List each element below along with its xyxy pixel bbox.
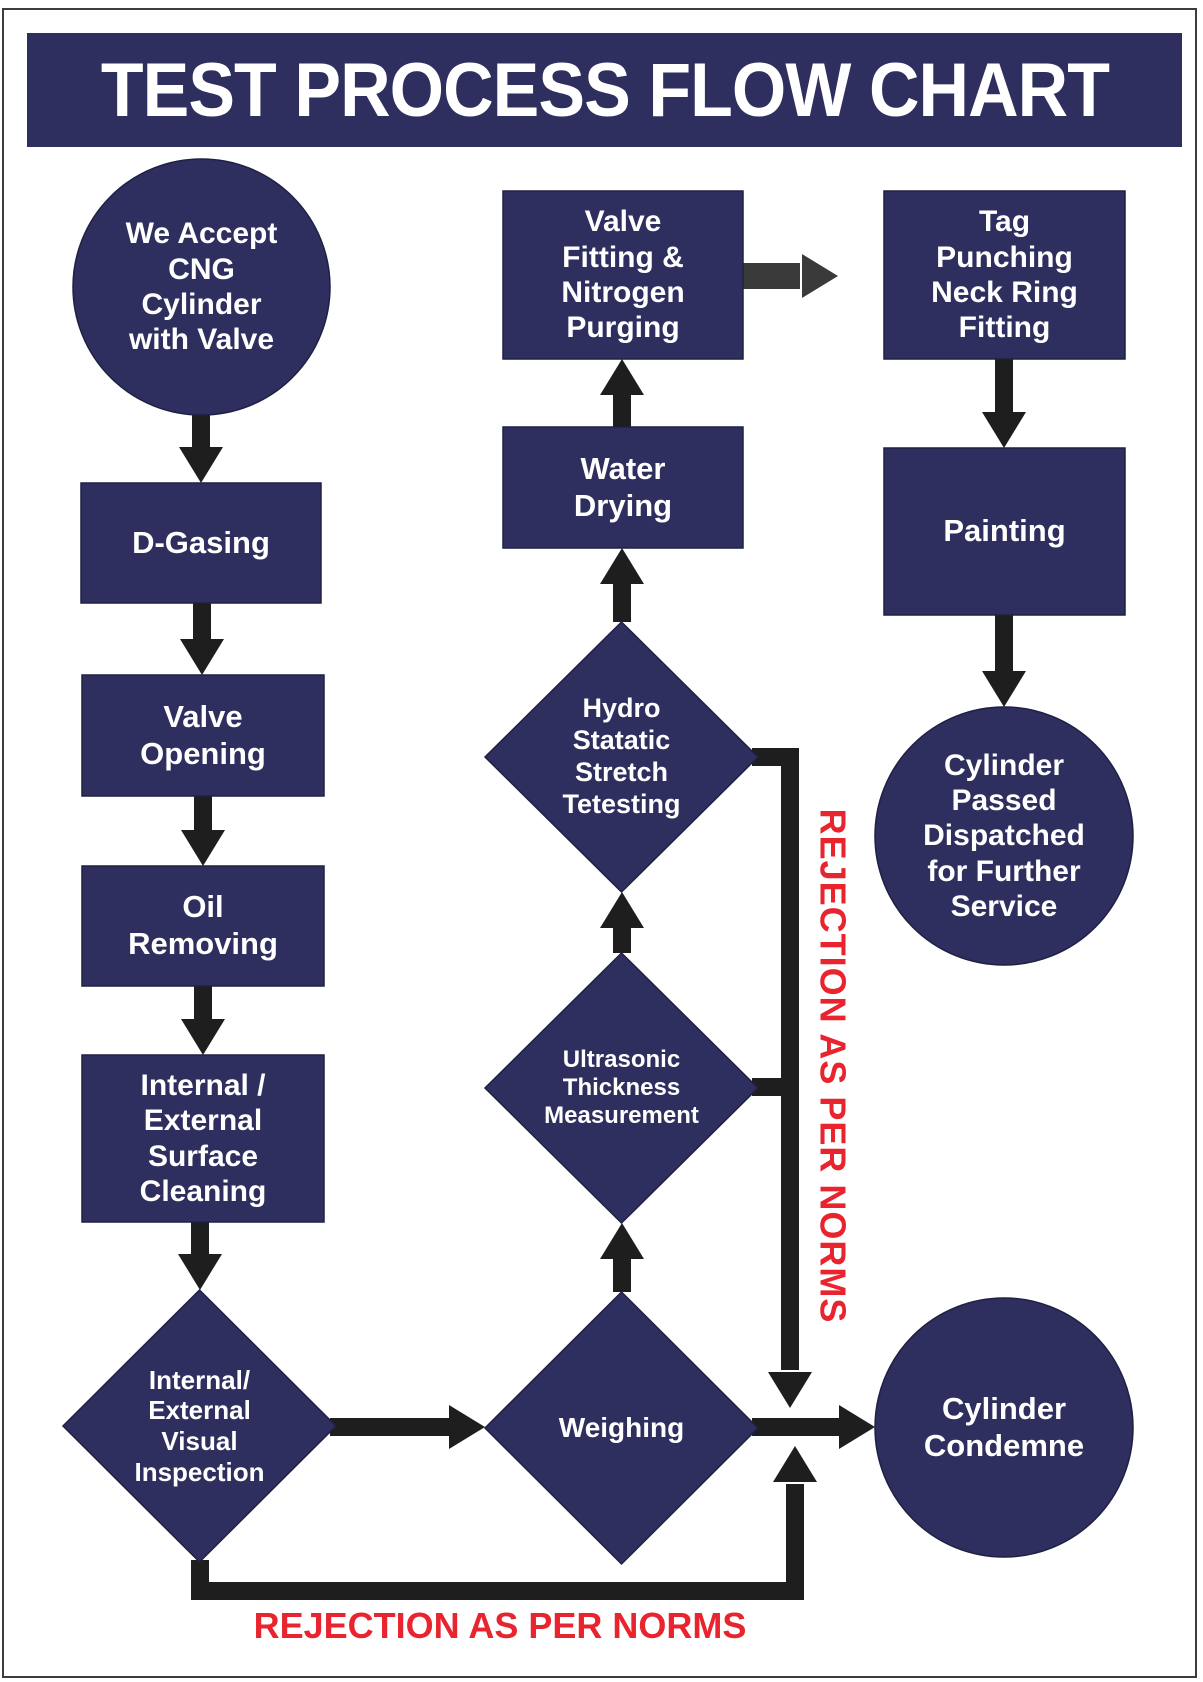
page-title: TEST PROCESS FLOW CHART (100, 47, 1109, 133)
edges-layer (178, 254, 1026, 1600)
arrow-start-to-dgasing-head (179, 447, 223, 483)
node-water-drying (502, 426, 744, 549)
arrow-surface-cleaning-to-visual-head (178, 1254, 222, 1290)
arrow-visual-to-weighing-head (449, 1405, 485, 1449)
node-hydro (483, 620, 760, 894)
title-banner: TEST PROCESS FLOW CHART (27, 33, 1182, 147)
node-condemne (874, 1297, 1134, 1558)
arrow-hydro-to-water-drying-head (600, 548, 644, 584)
node-tag-punching (883, 190, 1126, 360)
rejection-bus-bottom-head (773, 1446, 817, 1482)
arrow-painting-to-passed-head (982, 671, 1026, 707)
node-valve-opening (81, 674, 325, 797)
node-ultrasonic (483, 951, 760, 1225)
rejection-label-vertical-text: REJECTION AS PER NORMS (812, 808, 854, 1324)
arrow-weighing-to-ultrasonic-head (600, 1223, 644, 1259)
node-surface-cleaning (81, 1054, 325, 1223)
rejection-bus-vertical-line (752, 748, 799, 1370)
node-start (72, 158, 331, 416)
node-valve-fitting (502, 190, 744, 360)
node-painting (883, 447, 1126, 616)
node-oil-removing (81, 865, 325, 987)
arrow-valve-opening-to-oil-removing-head (181, 830, 225, 866)
rejection-label-vertical: REJECTION AS PER NORMS (812, 806, 854, 1326)
arrow-valve-fitting-to-tag-head (802, 254, 838, 298)
rejection-bus-bottom-line (191, 1484, 804, 1600)
arrow-water-drying-to-valve-fitting-head (600, 359, 644, 395)
arrow-dgasing-to-valve-opening-head (180, 639, 224, 675)
arrow-ultrasonic-to-hydro-head (600, 892, 644, 928)
arrow-oil-removing-to-surface-cleaning-head (181, 1019, 225, 1055)
arrow-tag-to-painting-head (982, 412, 1026, 448)
arrow-weighing-to-condemne-head (839, 1405, 875, 1449)
node-passed (874, 706, 1134, 966)
node-weighing (483, 1290, 760, 1566)
node-d-gasing (80, 482, 322, 604)
rejection-label-horizontal: REJECTION AS PER NORMS (253, 1605, 747, 1646)
node-visual-inspection (61, 1288, 338, 1564)
rejection-bus-vertical-head (768, 1372, 812, 1408)
nodes-layer (61, 158, 1134, 1566)
